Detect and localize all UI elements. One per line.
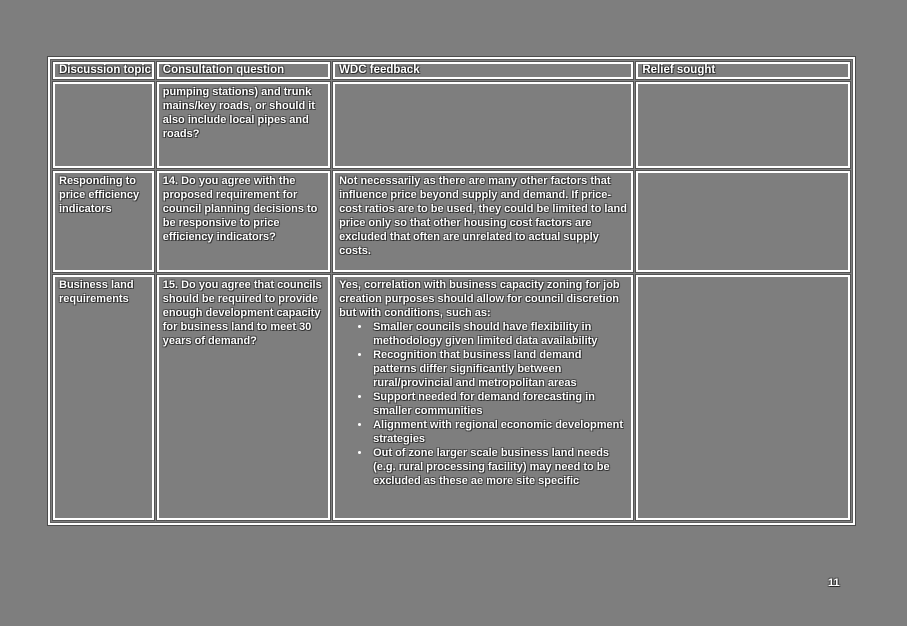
table-row: Responding to price efficiency indicator… [53, 171, 850, 272]
table-row: pumping stations) and trunk mains/key ro… [53, 82, 850, 168]
table-header-row: Discussion topic Consultation question W… [53, 62, 850, 79]
col-header-relief-sought: Relief sought [636, 62, 850, 79]
cell-relief [636, 171, 850, 272]
cell-question: 14. Do you agree with the proposed requi… [156, 171, 331, 272]
cell-question: 15. Do you agree that councils should be… [156, 275, 331, 520]
cell-relief [636, 82, 850, 168]
bullet-item: Alignment with regional economic develop… [371, 418, 627, 446]
col-header-discussion-topic: Discussion topic [53, 62, 154, 79]
bullet-item: Smaller councils should have flexibility… [371, 320, 627, 348]
col-header-wdc-feedback: WDC feedback [333, 62, 634, 79]
cell-feedback: Yes, correlation with business capacity … [333, 275, 634, 520]
cell-topic: Business land requirements [53, 275, 154, 520]
cell-feedback: Not necessarily as there are many other … [333, 171, 634, 272]
cell-question: pumping stations) and trunk mains/key ro… [156, 82, 331, 168]
feedback-intro: Yes, correlation with business capacity … [339, 279, 620, 319]
cell-topic: Responding to price efficiency indicator… [53, 171, 154, 272]
col-header-consultation-question: Consultation question [156, 62, 331, 79]
bullet-item: Recognition that business land demand pa… [371, 348, 627, 390]
bullet-item: Support needed for demand forecasting in… [371, 390, 627, 418]
cell-feedback [333, 82, 634, 168]
page-number: 11 [828, 577, 840, 589]
table-row: Business land requirements 15. Do you ag… [53, 275, 850, 520]
cell-relief [636, 275, 850, 520]
cell-topic [53, 82, 154, 168]
bullet-item: Out of zone larger scale business land n… [371, 446, 627, 488]
feedback-bullet-list: Smaller councils should have flexibility… [339, 320, 627, 488]
consultation-table: Discussion topic Consultation question W… [48, 57, 855, 525]
